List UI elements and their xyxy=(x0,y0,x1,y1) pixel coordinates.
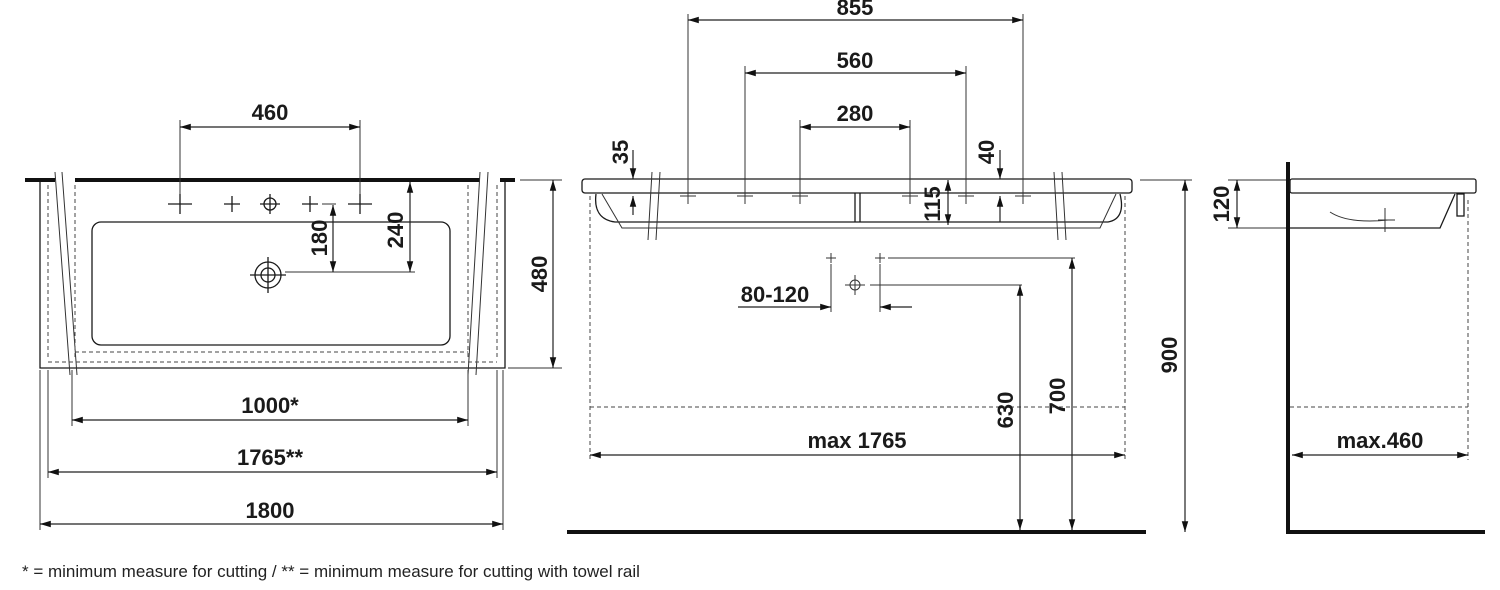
dim-side-height: 120 xyxy=(1209,186,1234,223)
dim-install-height: 900 xyxy=(1157,337,1182,374)
dim-trap: 80-120 xyxy=(741,282,810,307)
dim-min-cut: 1000* xyxy=(241,393,299,418)
supply-and-waste-points xyxy=(826,253,1075,312)
tap-holes xyxy=(168,194,372,214)
dim-inner-holes: 280 xyxy=(837,101,874,126)
dim-min-cut-rail: 1765** xyxy=(237,445,304,470)
dim-max-width: max 1765 xyxy=(807,428,906,453)
dim-depth: 480 xyxy=(527,256,552,293)
side-view: 120 max.460 xyxy=(1209,162,1485,534)
dim-right-edge: 40 xyxy=(974,140,999,164)
dim-drain-from-back: 240 xyxy=(383,212,408,249)
dim-supply-height: 700 xyxy=(1045,378,1070,415)
dim-drain-to-holes: 180 xyxy=(307,220,332,257)
front-view: 855 560 280 35 40 115 80-120 630 700 xyxy=(567,0,1192,534)
dim-left-edge: 35 xyxy=(608,140,633,164)
dim-thickness: 115 xyxy=(920,186,945,222)
basin-outline xyxy=(91,221,451,346)
top-view: 460 180 240 480 1000* 1765** 1800 xyxy=(25,100,562,530)
footnote: * = minimum measure for cutting / ** = m… xyxy=(22,562,640,581)
dim-max-depth: max.460 xyxy=(1337,428,1424,453)
dim-tap-holes: 460 xyxy=(252,100,289,125)
dim-middle-holes: 560 xyxy=(837,48,874,73)
dim-outer-holes: 855 xyxy=(837,0,874,20)
drain-hole xyxy=(250,257,286,293)
dim-waste-height: 630 xyxy=(993,392,1018,429)
dim-width: 1800 xyxy=(246,498,295,523)
front-tap-holes xyxy=(680,188,1031,204)
countertop-slab xyxy=(581,178,1133,194)
